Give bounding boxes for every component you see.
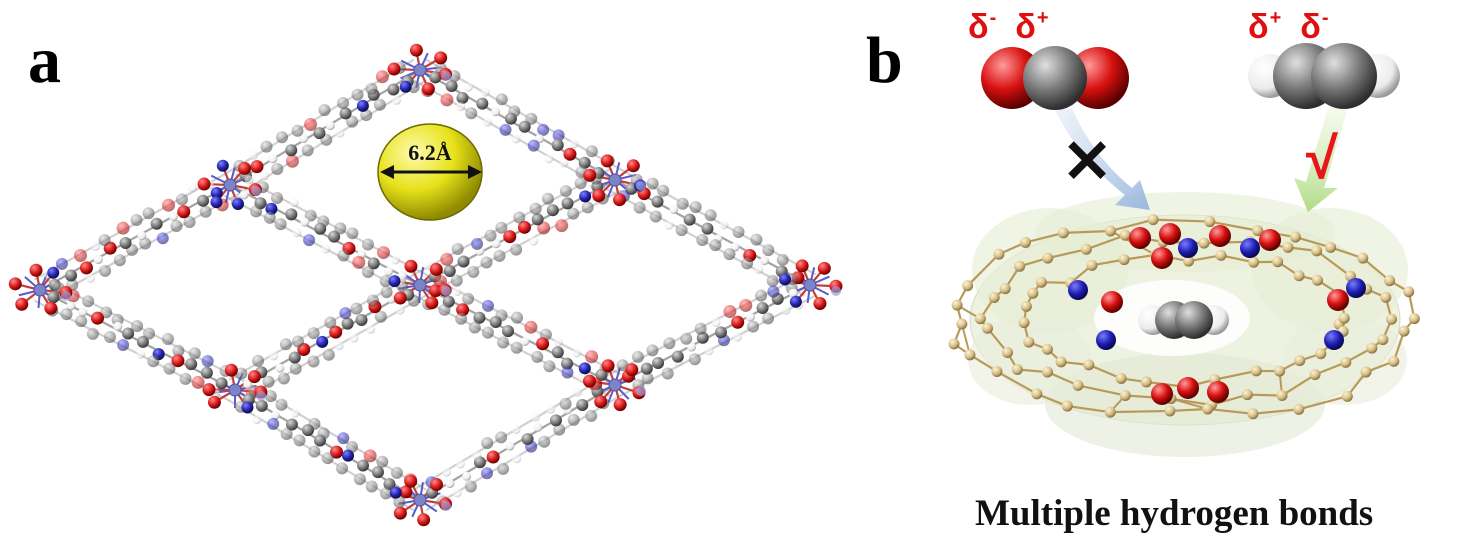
- c2h2-approach-arrow: [1294, 108, 1348, 212]
- panel-label-a: a: [28, 24, 61, 97]
- co2-partial-charges: δ- δ+: [968, 8, 1049, 44]
- c2h2-charge-right: δ: [1300, 8, 1321, 46]
- co2-approach-arrow: [1055, 108, 1150, 210]
- c2h2-charge-right-sign: -: [1321, 7, 1329, 29]
- co2-charge-left: δ: [968, 8, 989, 46]
- figure-caption: Multiple hydrogen bonds: [975, 493, 1374, 534]
- co2-charge-right-sign: +: [1036, 7, 1049, 29]
- bound-c2h2-molecule: [1138, 301, 1229, 339]
- c2h2-molecule: [1248, 43, 1400, 109]
- pore-size-sphere: 6.2Å: [377, 123, 483, 221]
- panel-label-b: b: [866, 24, 903, 97]
- c2h2-charge-left-sign: +: [1269, 7, 1282, 29]
- pore-framework-atoms: [948, 214, 1420, 420]
- pore-binding-illustration: [948, 43, 1420, 457]
- co2-charge-right: δ: [1015, 8, 1036, 46]
- panel-b: b δ- δ+ δ+ δ-: [850, 0, 1477, 542]
- pore-size-label: 6.2Å: [408, 140, 452, 165]
- c2h2-carbon-right: [1311, 43, 1377, 109]
- check-icon: √: [1306, 126, 1338, 191]
- c2h2-charge-left: δ: [1248, 8, 1269, 46]
- cross-icon: ✕: [1062, 128, 1113, 195]
- mof-framework-structure: 6.2Å: [8, 43, 843, 527]
- framework-atoms: [8, 43, 843, 527]
- co2-molecule: [981, 46, 1129, 110]
- co2-carbon: [1023, 46, 1087, 110]
- co2-charge-left-sign: -: [989, 7, 997, 29]
- c2h2-partial-charges: δ+ δ-: [1248, 8, 1329, 44]
- panel-a: a: [8, 24, 843, 527]
